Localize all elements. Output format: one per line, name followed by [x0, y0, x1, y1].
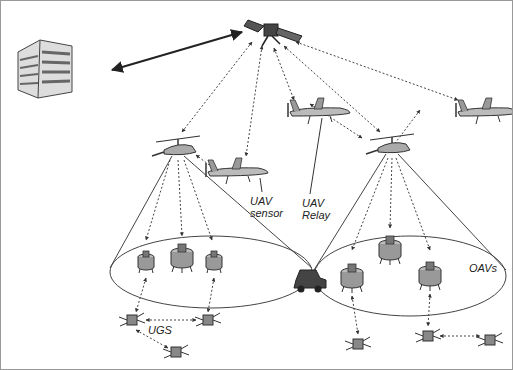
- ugs-sensor: [195, 313, 221, 326]
- leader-line: [310, 118, 322, 194]
- oav-vehicle: [171, 244, 193, 273]
- oav-vehicle: [341, 264, 363, 293]
- uav-sensor-plane: [206, 158, 268, 184]
- uav-relay-plane: [288, 98, 350, 124]
- ground-vehicle: [294, 270, 326, 293]
- uav-helicopter: [152, 136, 200, 156]
- uav-helicopter: [366, 134, 414, 154]
- ugs-sensor: [477, 333, 503, 346]
- ugs-sensor: [163, 345, 189, 358]
- ugs-sensor: [415, 329, 441, 342]
- oav-vehicle: [138, 251, 154, 273]
- callout-label: OAVs: [469, 262, 509, 274]
- callout-label: UAV sensor: [250, 195, 286, 219]
- ground-satellite-link: [112, 32, 242, 70]
- oav-vehicle: [379, 236, 401, 265]
- oav-vehicle: [206, 251, 222, 273]
- callout-label: UAV Relay: [302, 197, 336, 221]
- uav-plane: [456, 98, 513, 124]
- ugs-links: [136, 278, 480, 348]
- ground-station-building: [18, 40, 72, 98]
- satellite: [244, 20, 302, 46]
- oav-vehicle: [419, 262, 441, 291]
- coverage-cones: [110, 154, 506, 316]
- ugs-sensor: [345, 337, 371, 350]
- radio-links: [182, 42, 458, 170]
- leader-line: [260, 178, 262, 192]
- ugs-sensor: [119, 313, 145, 326]
- callout-label: UGS: [148, 324, 184, 336]
